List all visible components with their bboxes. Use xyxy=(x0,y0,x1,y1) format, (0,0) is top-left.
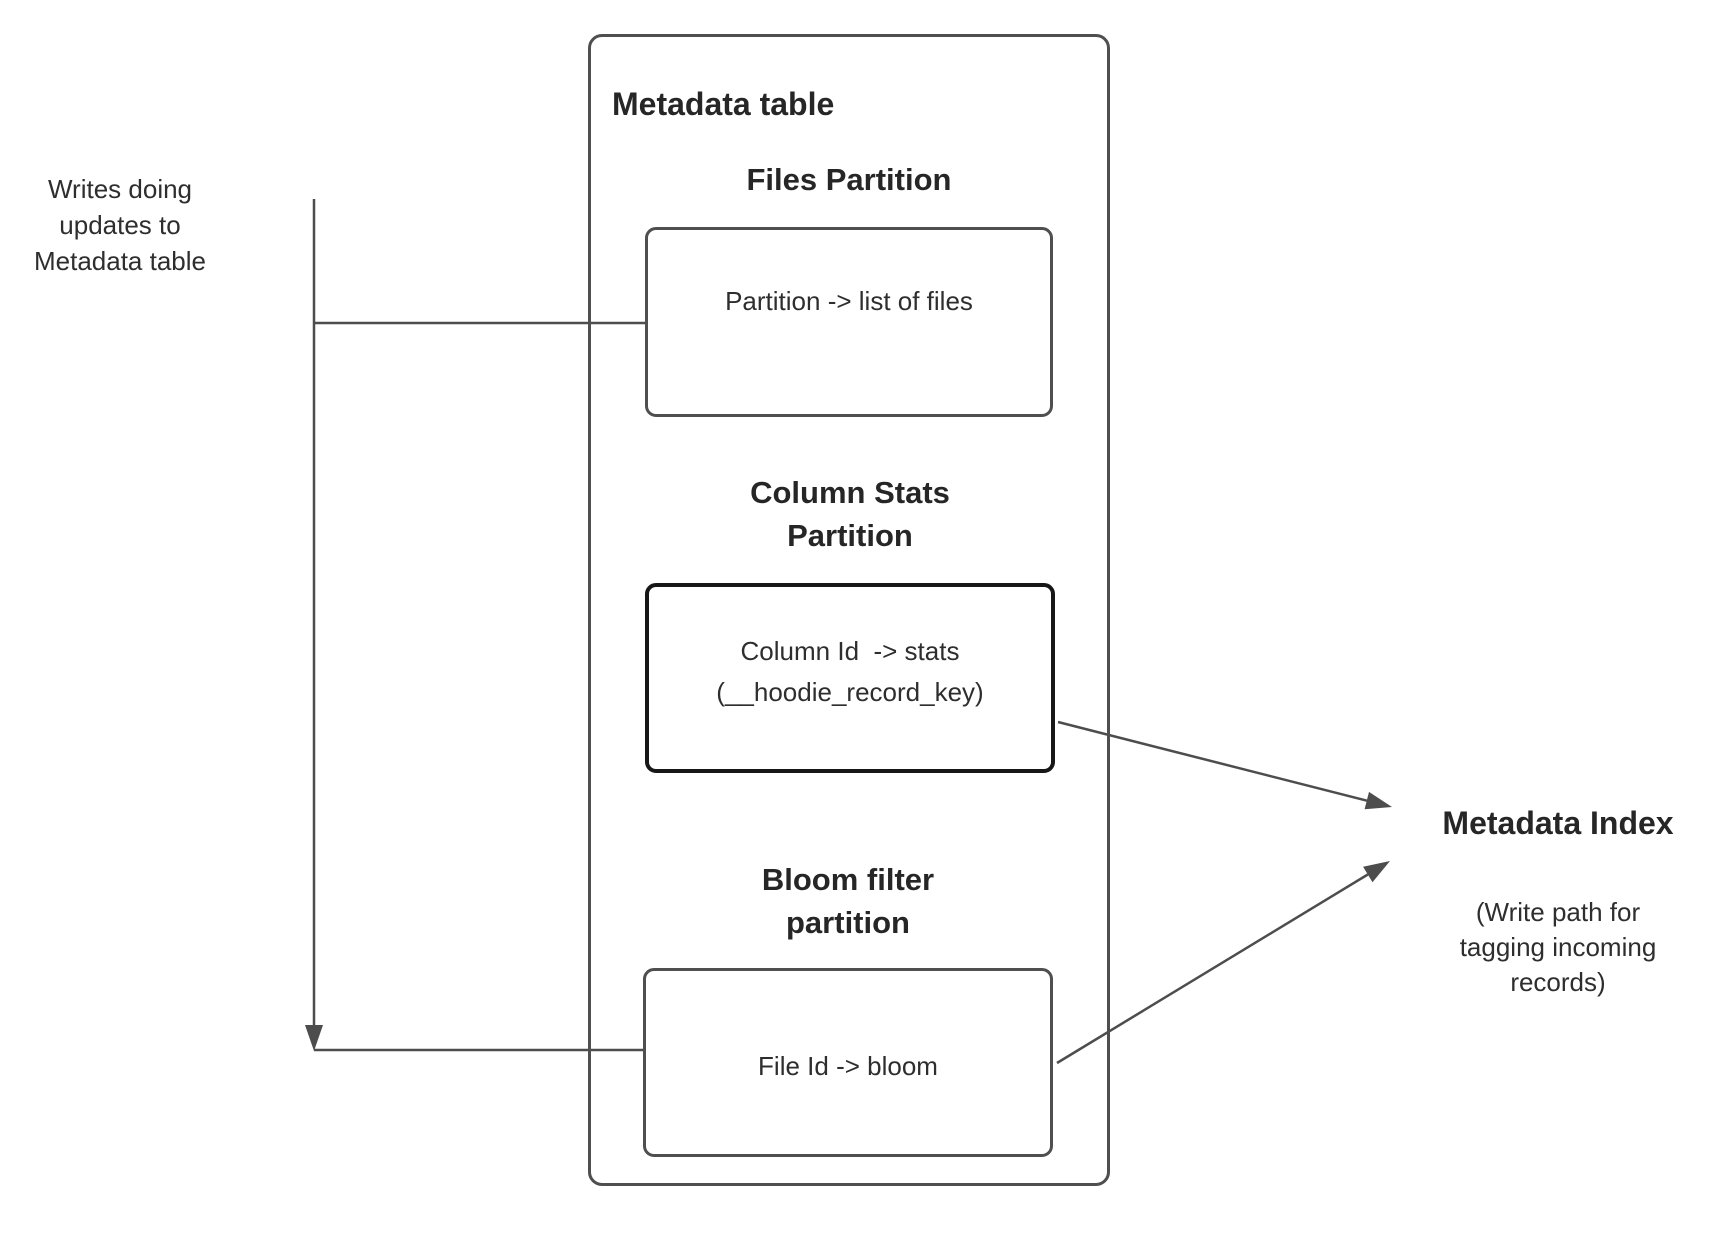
writes-annotation: Writes doing updates to Metadata table xyxy=(33,174,206,276)
metadata-index-title: Metadata Index xyxy=(1442,805,1674,841)
bloom-filter-partition-box xyxy=(643,968,1053,1157)
files-partition-box xyxy=(645,227,1053,417)
column-stats-partition-body: Column Id -> stats (__hoodie_record_key) xyxy=(716,636,984,707)
metadata-index-subtitle: (Write path for tagging incoming records… xyxy=(1459,897,1657,997)
bloom-filter-partition-body: File Id -> bloom xyxy=(758,1051,938,1081)
metadata-table-title: Metadata table xyxy=(612,86,835,122)
column-stats-partition-heading: Column Stats Partition xyxy=(750,475,950,553)
files-partition-body: Partition -> list of files xyxy=(725,286,973,316)
column-stats-partition-box xyxy=(645,583,1055,773)
right-arrowhead-icon xyxy=(1364,791,1392,810)
up-right-arrowhead-icon xyxy=(1363,861,1390,883)
files-partition-heading: Files Partition xyxy=(746,162,952,197)
down-arrowhead-icon xyxy=(305,1025,323,1051)
metadata-table-box xyxy=(588,34,1110,1186)
bloom-filter-partition-heading: Bloom filter partition xyxy=(761,862,935,940)
